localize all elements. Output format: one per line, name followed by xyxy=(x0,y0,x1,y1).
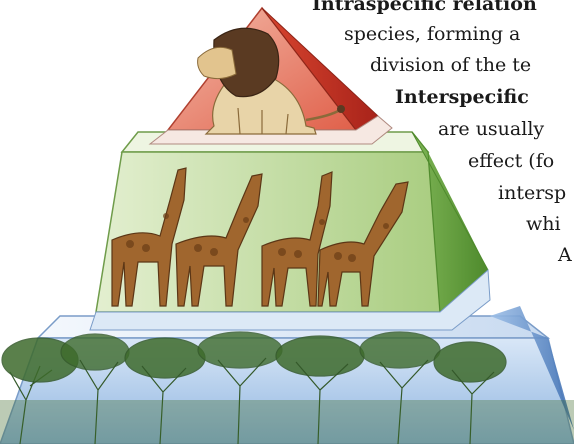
text-line-9: A xyxy=(558,246,572,265)
text-line-7: intersp xyxy=(498,184,566,203)
middle-tier xyxy=(90,132,490,330)
lion-face xyxy=(198,47,236,78)
text-line-1: Intraspecific relation xyxy=(312,0,537,14)
text-line-8: whi xyxy=(526,215,561,234)
text-line-5: are usually xyxy=(438,120,544,139)
text-line-3: division of the te xyxy=(370,56,531,75)
text-line-4: Interspecific xyxy=(395,88,529,107)
text-line-2: species, forming a xyxy=(344,25,520,44)
text-line-6: effect (fo xyxy=(468,152,554,171)
